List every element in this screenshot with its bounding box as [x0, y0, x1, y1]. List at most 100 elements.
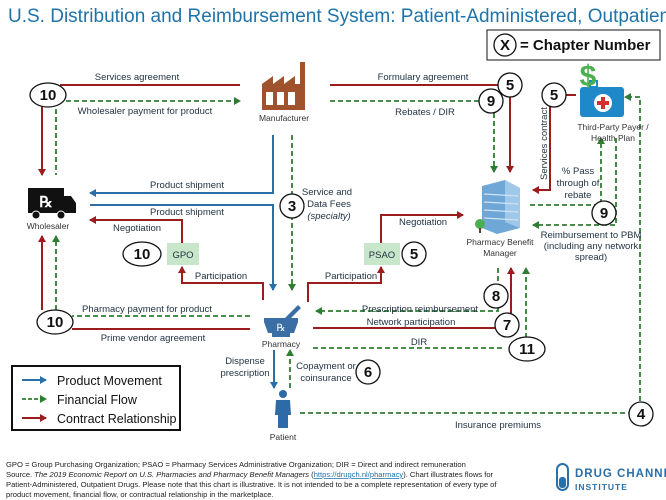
chapter-key-label: = Chapter Number [520, 37, 651, 54]
pharmacy-node: ℞ Pharmacy [262, 305, 301, 349]
chapter-badge: 10 [122, 241, 162, 267]
prime-vendor-label: Prime vendor agreement [101, 333, 206, 344]
footer: GPO = Group Purchasing Organization; PSA… [6, 460, 497, 499]
footer-source: Source. The 2019 Economic Report on U.S.… [6, 470, 494, 479]
chapter-badge: 10 [36, 309, 74, 335]
payer-label-line2: Health Plan [591, 133, 635, 143]
footer-note-1: Patient-Administered, Outpatient Drugs. … [6, 480, 497, 489]
product-shipment-1-arrow [89, 135, 274, 197]
negotiation-gpo-label: Negotiation [113, 223, 161, 234]
chapter-badge: 6 [355, 359, 381, 385]
rx-reimbursement-label: Prescription reimbursement [362, 304, 479, 315]
participation-psao-arrow [307, 266, 385, 302]
chapter-badge: 11 [508, 336, 546, 362]
wholesaler-payment-label: Wholesaler payment for product [78, 106, 213, 117]
manufacturer-label: Manufacturer [259, 113, 309, 123]
person-icon [275, 390, 291, 428]
patient-node: Patient [270, 390, 297, 442]
pharmacy-payment-label: Pharmacy payment for product [82, 304, 212, 315]
participation-gpo-label: Participation [195, 271, 247, 282]
svg-text:5: 5 [410, 246, 418, 263]
negotiation-gpo-arrow [89, 216, 183, 243]
product-shipment-2-label: Product shipment [150, 207, 224, 218]
mortar-pestle-icon: ℞ [264, 305, 301, 337]
negotiation-psao-arrow [380, 211, 464, 243]
svg-text:℞: ℞ [277, 323, 286, 334]
svg-text:℞: ℞ [39, 195, 52, 211]
wholesaler-label: Wholesaler [27, 221, 70, 231]
network-participation-label: Network participation [367, 317, 456, 328]
service-fees-label-2: Data Fees [307, 199, 351, 210]
building-icon [475, 180, 520, 234]
manufacturer-node: Manufacturer [259, 62, 309, 123]
formulary-agreement-label: Formulary agreement [378, 72, 469, 83]
truck-icon: ℞ [28, 188, 76, 220]
svg-text:10: 10 [40, 87, 57, 104]
medical-bag-icon [580, 80, 624, 117]
source-link[interactable]: https://drugch.nl/pharmacy [314, 470, 404, 479]
reimbursement-pbm-label-3: spread) [575, 252, 607, 263]
participation-gpo-arrow [178, 266, 264, 300]
dir-label: DIR [411, 337, 428, 348]
svg-text:5: 5 [506, 77, 514, 94]
payer-label-line1: Third-Party Payer / [577, 122, 649, 132]
product-shipment-2-arrow [90, 204, 277, 291]
rx-reimbursement-arrow [315, 268, 499, 315]
gpo-box: GPO [167, 243, 199, 265]
chapter-badge: 9 [591, 200, 617, 226]
legend: Product Movement Financial Flow Contract… [11, 365, 181, 431]
svg-text:3: 3 [288, 198, 296, 215]
capsule-icon [556, 463, 569, 491]
patient-label: Patient [270, 432, 297, 442]
svg-text:9: 9 [487, 93, 495, 110]
svg-text:9: 9 [600, 205, 608, 222]
dispense-label-2: prescription [220, 368, 269, 379]
pass-through-arrow [530, 137, 605, 206]
legend-product-label: Product Movement [57, 374, 162, 388]
service-fees-label-3: (specialty) [307, 211, 350, 222]
legend-contract-label: Contract Relationship [57, 412, 177, 426]
factory-icon [262, 62, 305, 110]
chapter-badge: 7 [494, 312, 520, 338]
brand-line2: INSTITUTE [575, 482, 628, 492]
services-contract-arrow [532, 100, 551, 194]
pass-through-label-2: through of [557, 178, 600, 189]
copay-label-1: Copayment or [296, 361, 356, 372]
chapter-badge: 5 [497, 72, 523, 98]
dollar-icon: $ [580, 60, 597, 93]
svg-text:5: 5 [550, 87, 558, 104]
pbm-label-line1: Pharmacy Benefit [466, 237, 534, 247]
reimbursement-pbm-label-2: (including any network [544, 241, 639, 252]
footer-abbreviations: GPO = Group Purchasing Organization; PSA… [6, 460, 466, 469]
brand-logo: DRUG CHANNELS INSTITUTE [556, 463, 666, 492]
brand-line1: DRUG CHANNELS [575, 468, 666, 480]
chapter-badge: 3 [279, 193, 305, 219]
services-agreement-label: Services agreement [95, 72, 180, 83]
payer-node: $ Third-Party Payer / Health Plan [577, 60, 649, 143]
svg-text:11: 11 [519, 341, 535, 358]
gpo-label: GPO [172, 250, 193, 261]
pbm-label-line2: Manager [483, 248, 517, 258]
svg-text:6: 6 [364, 364, 372, 381]
service-fees-label-1: Service and [302, 187, 352, 198]
product-shipment-1-label: Product shipment [150, 180, 224, 191]
copay-label-2: coinsurance [300, 373, 351, 384]
reimbursement-pbm-arrow [532, 138, 617, 229]
insurance-premiums-label: Insurance premiums [455, 420, 541, 431]
participation-psao-label: Participation [325, 271, 377, 282]
wholesaler-node: ℞ Wholesaler [27, 188, 76, 231]
psao-box: PSAO [364, 243, 400, 265]
pass-through-label-3: rebate [565, 190, 592, 201]
pbm-node: Pharmacy Benefit Manager [466, 180, 534, 258]
chapter-badge: 10 [29, 82, 67, 108]
page-title: U.S. Distribution and Reimbursement Syst… [8, 6, 666, 27]
chapter-key: X = Chapter Number [486, 29, 661, 61]
svg-text:8: 8 [492, 288, 500, 305]
svg-text:10: 10 [47, 314, 64, 331]
negotiation-psao-label: Negotiation [399, 217, 447, 228]
psao-label: PSAO [369, 250, 395, 261]
chapter-badge: 5 [401, 241, 427, 267]
rebates-label: Rebates / DIR [395, 107, 455, 118]
svg-text:10: 10 [134, 246, 151, 263]
